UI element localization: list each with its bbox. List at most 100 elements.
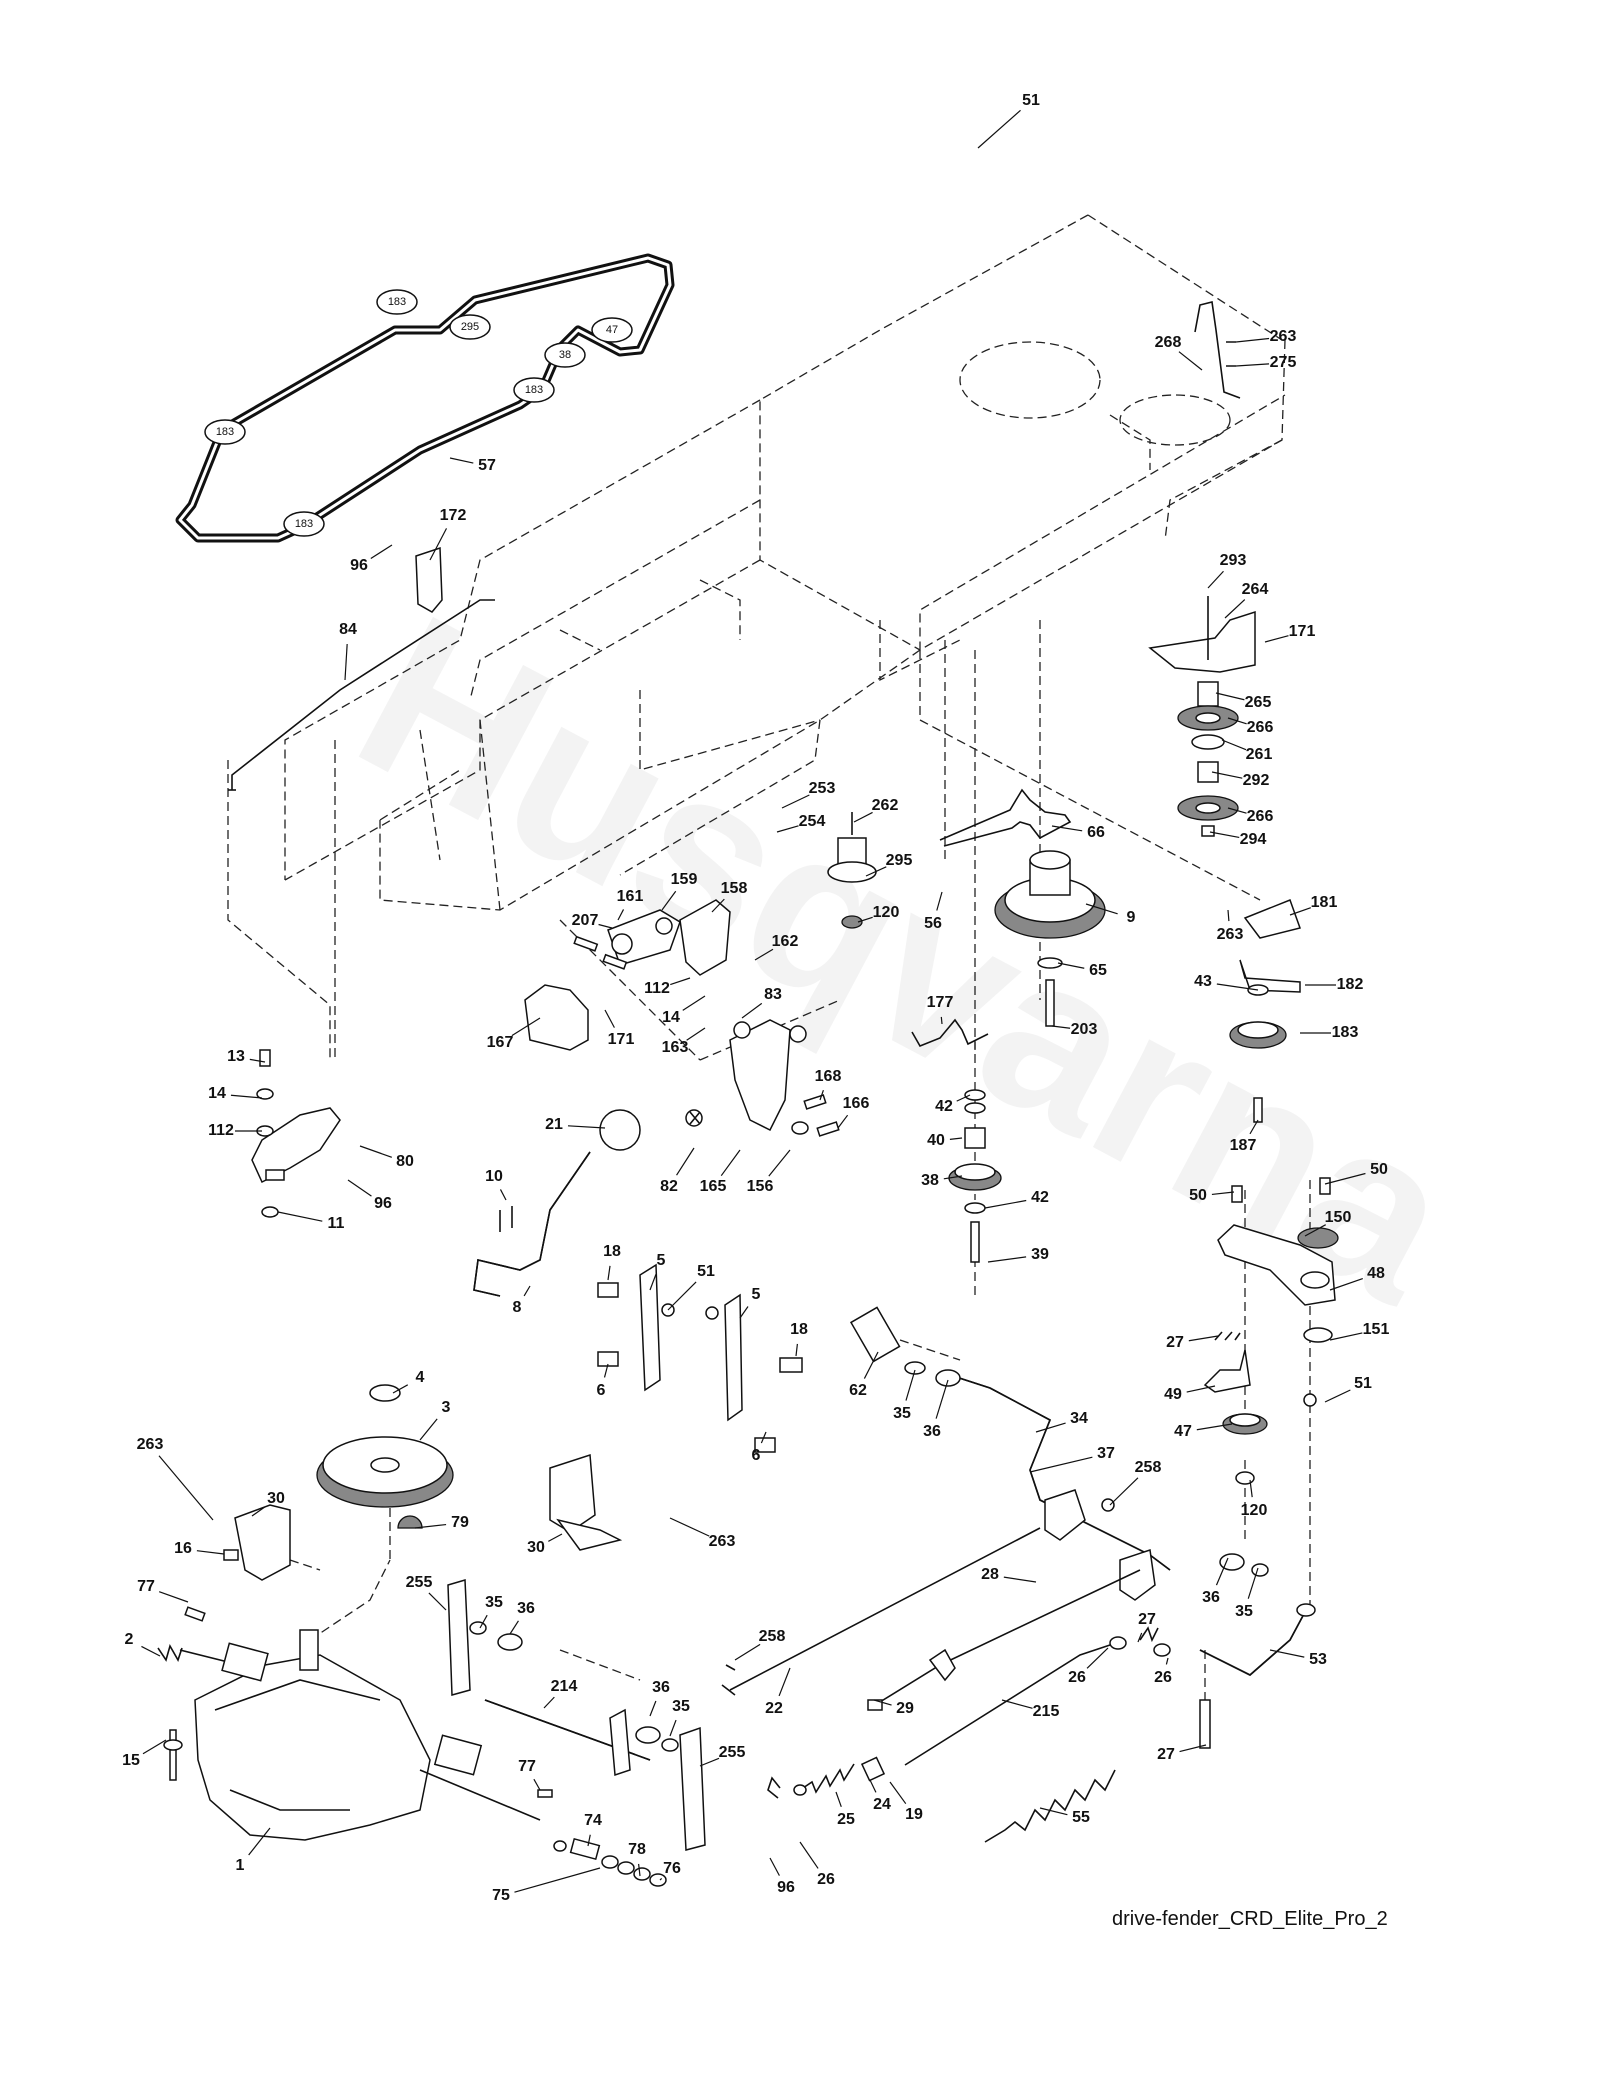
callout-leader-line [1235, 337, 1270, 343]
callout-label: 6 [597, 1382, 606, 1399]
callout-label: 76 [663, 1860, 681, 1877]
callout-part-66: 66 [1051, 824, 1105, 841]
callout-leader-line [659, 1878, 663, 1881]
callout-label: 264 [1242, 581, 1269, 598]
callout-part-112: 112 [208, 1122, 262, 1139]
callout-label: 26 [1068, 1669, 1086, 1686]
callout-label: 78 [628, 1841, 646, 1858]
callout-label: 165 [700, 1178, 727, 1195]
callout-label: 150 [1325, 1209, 1352, 1226]
callout-part-35: 35 [479, 1594, 503, 1629]
svg-text:183: 183 [295, 518, 313, 530]
callout-part-14: 14 [208, 1085, 263, 1102]
pulley-tag-183: 183 [204, 419, 246, 445]
callout-part-24: 24 [869, 1779, 891, 1813]
callout-part-8: 8 [513, 1285, 531, 1316]
callout-leader-line [1137, 1632, 1143, 1643]
callout-label: 187 [1230, 1137, 1257, 1154]
callout-leader-line [1227, 717, 1247, 725]
callout-leader-line [1211, 771, 1243, 779]
callout-part-37: 37 [1029, 1445, 1115, 1473]
callout-part-167: 167 [487, 1017, 541, 1051]
callout-leader-line [1085, 903, 1118, 915]
callout-part-2: 2 [125, 1631, 161, 1657]
callout-leader-line [699, 1757, 720, 1767]
callout-part-76: 76 [659, 1860, 681, 1881]
callout-part-18: 18 [603, 1243, 621, 1281]
callout-label: 262 [872, 797, 899, 814]
rod-28 [867, 1569, 1141, 1711]
callout-label: 26 [817, 1871, 835, 1888]
callout-leader-line [523, 1285, 531, 1297]
callout-label: 253 [809, 780, 836, 797]
callout-label: 181 [1311, 894, 1338, 911]
callout-label: 57 [478, 457, 496, 474]
callout-leader-line [543, 1696, 555, 1709]
callout-label: 42 [1031, 1189, 1049, 1206]
idler-pulley-47 [1203, 1331, 1268, 1485]
callout-part-120: 120 [1241, 1479, 1268, 1519]
callout-part-1: 1 [236, 1827, 271, 1874]
callout-leader-line [428, 1592, 447, 1611]
callout-label: 5 [657, 1252, 666, 1269]
callout-part-53: 53 [1269, 1649, 1327, 1668]
callout-part-214: 214 [543, 1678, 577, 1709]
callout-label: 120 [1241, 1502, 1268, 1519]
callout-part-254: 254 [776, 813, 825, 833]
spacer-295 [827, 812, 877, 929]
callout-label: 51 [1022, 92, 1040, 109]
callout-part-27: 27 [1157, 1744, 1207, 1763]
svg-text:183: 183 [525, 384, 543, 396]
callout-part-26: 26 [799, 1841, 835, 1888]
callout-part-168: 168 [815, 1068, 841, 1101]
callout-leader-line [1051, 825, 1083, 832]
callout-part-30: 30 [251, 1490, 285, 1517]
callout-part-56: 56 [924, 891, 943, 932]
callout-part-207: 207 [572, 912, 613, 929]
callout-label: 25 [837, 1811, 855, 1828]
shift-lever-8 [473, 1151, 591, 1297]
callout-label: 84 [339, 621, 357, 638]
callout-label: 80 [396, 1153, 414, 1170]
callout-part-255: 255 [699, 1744, 745, 1767]
rod-53 [1199, 1603, 1316, 1749]
callout-part-43: 43 [1194, 973, 1259, 991]
callout-leader-line [778, 1667, 791, 1697]
callout-label: 295 [886, 852, 913, 869]
callout-part-26: 26 [1068, 1647, 1109, 1686]
callout-leader-line [533, 1778, 541, 1791]
callout-label: 36 [1202, 1589, 1220, 1606]
callout-label: 2 [125, 1631, 134, 1648]
callout-part-79: 79 [414, 1514, 469, 1531]
callout-leader-line [344, 643, 348, 681]
callout-leader-line [819, 1090, 824, 1101]
callout-leader-line [863, 1351, 879, 1379]
callout-leader-line [1196, 1423, 1233, 1431]
callout-label: 30 [527, 1539, 545, 1556]
callout-label: 263 [1270, 328, 1297, 345]
callout-part-263: 263 [1217, 909, 1243, 943]
callout-part-50: 50 [1324, 1161, 1388, 1185]
callout-part-181: 181 [1289, 894, 1338, 916]
callout-label: 13 [227, 1048, 245, 1065]
callout-label: 177 [927, 994, 954, 1011]
bracket-5-right [661, 1293, 803, 1453]
pedal-shaft-34 [849, 1306, 1171, 1571]
callout-label: 35 [893, 1405, 911, 1422]
callout-leader-line [741, 1002, 763, 1019]
callout-leader-line [1039, 1807, 1068, 1816]
belt-guide-66 [939, 788, 1072, 847]
callout-label: 8 [513, 1299, 522, 1316]
transmission-pulley-3 [316, 1384, 454, 1529]
callout-label: 48 [1367, 1265, 1385, 1282]
callout-leader-line [1188, 1335, 1219, 1342]
callout-part-5: 5 [649, 1252, 666, 1291]
callout-leader-line [889, 1781, 907, 1805]
callout-leader-line [781, 794, 810, 809]
clutch-bracket-177 [911, 1018, 989, 1048]
callout-part-78: 78 [628, 1841, 646, 1877]
callout-leader-line [676, 1147, 695, 1176]
callout-leader-line [392, 1384, 409, 1394]
callout-leader-line [603, 1363, 609, 1378]
